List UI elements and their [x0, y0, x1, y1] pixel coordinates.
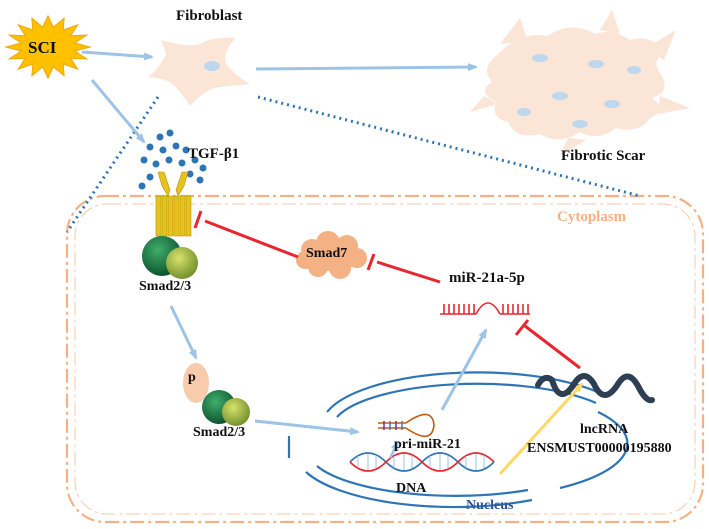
fibrotic-scar-cluster: [470, 10, 690, 156]
mir21a-label: miR-21a-5p: [449, 270, 525, 286]
dna-label: DNA: [396, 481, 427, 496]
phosphate-blob: [183, 363, 209, 403]
smad23-top-label: Smad2/3: [139, 279, 192, 294]
tgf-beta1-label: TGF-β1: [188, 146, 240, 162]
tgf-beta1-molecules: [138, 129, 207, 190]
smad7-label: Smad7: [306, 246, 348, 261]
arrow-sci-to-fibroblast: [81, 50, 154, 61]
phosphate-label: p: [188, 370, 196, 385]
inhibition-mir21-smad7: [366, 253, 441, 284]
pri-mir21-hairpin-icon: [378, 413, 435, 438]
lncrna-label: lncRNA: [580, 422, 629, 437]
arrow-smad-activation: [169, 305, 198, 360]
cytoplasm-boundary-inner: [74, 203, 696, 515]
cytoplasm-label: Cytoplasm: [557, 209, 627, 225]
tgf-receptor-icon: [155, 171, 192, 237]
arrow-lncrna-to-dna: [498, 382, 584, 476]
inhibition-lncrna-mir21: [514, 319, 581, 370]
fibrotic-scar-label: Fibrotic Scar: [561, 148, 646, 164]
sci-label: SCI: [28, 38, 57, 57]
zoom-line-left: [65, 96, 160, 233]
nucleus-label: Nucleus: [466, 498, 514, 513]
mir21a-hairpin-icon: [440, 302, 530, 315]
arrow-smad-to-nucleus: [254, 419, 360, 436]
lncrna-strand-icon: [535, 373, 655, 404]
sci-burst-icon: [4, 14, 92, 80]
cytoplasm-boundary: [65, 194, 705, 524]
arrow-processing: [440, 328, 488, 411]
fibroblast-cell: [148, 37, 250, 106]
fibrotic-scar-nuclei: [517, 54, 641, 128]
smad23-complex-top: [142, 236, 198, 279]
pri-mir21-label: pri-miR-21: [394, 437, 461, 452]
fibroblast-nucleus: [204, 61, 220, 71]
arrow-fibroblast-to-scar: [255, 63, 478, 72]
lncrna-id-label: ENSMUST00000195880: [527, 441, 672, 456]
arrow-sci-to-tgf: [90, 79, 146, 144]
dna-helix-icon: [349, 452, 495, 472]
inhibition-smad7-receptor: [193, 210, 299, 259]
arrow-transcription: [388, 440, 400, 459]
fibroblast-label: Fibroblast: [176, 8, 243, 24]
smad7-cloud: [296, 231, 367, 279]
smad23-bottom-label: Smad2/3: [193, 425, 246, 440]
smad23-complex-bottom: [202, 390, 250, 426]
